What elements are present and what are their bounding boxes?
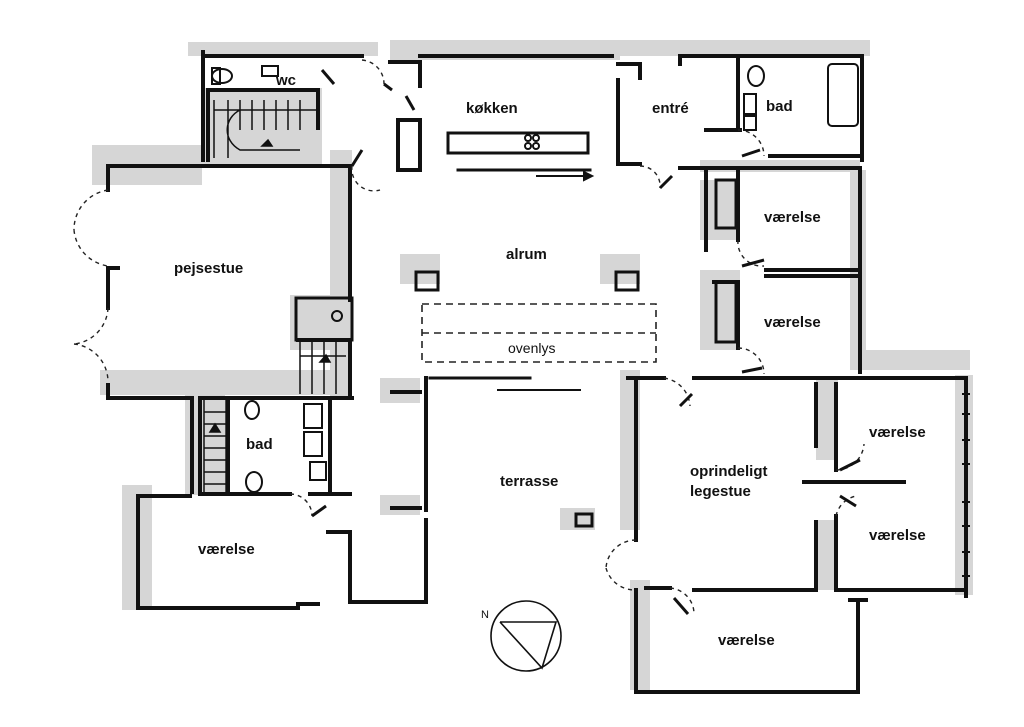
room-label-oprindeligt-line2: legestue xyxy=(690,483,751,500)
compass-north-label: N xyxy=(481,609,489,621)
room-label-vaerelse-bottom: værelse xyxy=(718,632,775,649)
room-label-pejsestue: pejsestue xyxy=(174,260,244,277)
door-leaves xyxy=(311,69,861,615)
compass-rose xyxy=(490,600,562,672)
room-label-vaerelse-right-1: værelse xyxy=(869,424,926,441)
room-label-vaerelse-east-1: værelse xyxy=(764,209,821,226)
room-label-bad-top: bad xyxy=(766,98,793,115)
room-label-entre: entré xyxy=(652,100,689,117)
door-swings xyxy=(73,59,865,615)
stairs xyxy=(203,100,346,492)
room-label-alrum: alrum xyxy=(506,246,547,263)
room-label-vaerelse-east-2: værelse xyxy=(764,314,821,331)
room-label-terrasse: terrasse xyxy=(500,473,559,490)
room-label-oprindeligt-legestue: oprindeligt legestue xyxy=(690,462,768,502)
room-label-vaerelse-right-2: værelse xyxy=(869,527,926,544)
room-label-bad-left: bad xyxy=(246,436,273,453)
room-label-vaerelse-left: værelse xyxy=(198,541,255,558)
room-label-kokken: køkken xyxy=(466,100,518,117)
skylight-label-ovenlys: ovenlys xyxy=(508,340,556,356)
walls xyxy=(106,50,968,694)
room-label-wc: wc xyxy=(276,72,297,89)
fixtures xyxy=(211,63,859,493)
room-label-oprindeligt-line1: oprindeligt xyxy=(690,463,768,480)
window-marks xyxy=(962,393,970,577)
